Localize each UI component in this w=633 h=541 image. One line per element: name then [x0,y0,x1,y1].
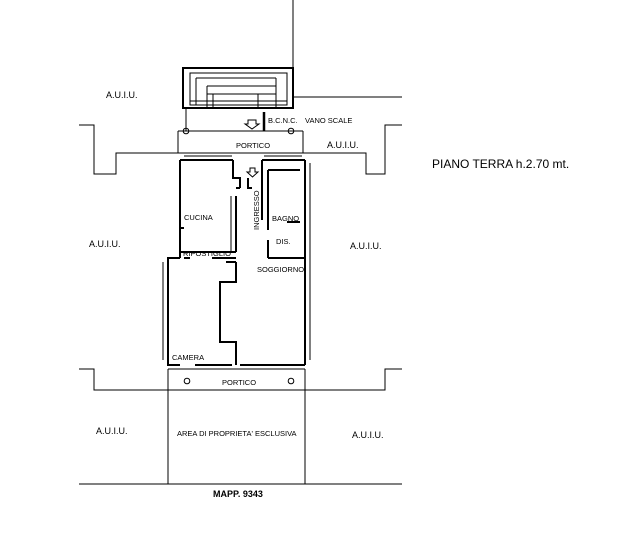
room-label-bagno: BAGNO [272,214,299,223]
staircase-block [182,0,402,109]
lower-portico [79,368,402,485]
apartment-walls [162,155,311,366]
room-label-portico-bottom: PORTICO [222,378,256,387]
room-label-vano-scale: VANO SCALE [305,116,352,125]
aux-label-nw: A.U.I.U. [106,90,138,100]
aux-label-sw: A.U.I.U. [96,426,128,436]
aux-label-w: A.U.I.U. [89,239,121,249]
column-circle [287,127,295,135]
entrance-arrow-icon [245,167,260,178]
room-label-camera: CAMERA [172,353,204,362]
room-label-cucina: CUCINA [184,213,213,222]
room-label-soggiorno: SOGGIORNO [257,265,304,274]
room-label-ingresso: INGRESSO [252,190,261,230]
column-circle [182,127,190,135]
entrance-arrow-icon [243,119,261,130]
room-label-area: AREA DI PROPRIETA' ESCLUSIVA [177,429,297,438]
room-label-dis: DIS. [276,237,291,246]
upper-portico [79,108,402,175]
aux-label-se: A.U.I.U. [352,430,384,440]
plan-title: PIANO TERRA h.2.70 mt. [432,157,569,171]
room-label-ripostiglio: RIPOSTIGLIO [183,249,231,258]
column-circle [287,377,295,385]
room-label-bcnc: B.C.N.C. [268,116,298,125]
aux-label-e: A.U.I.U. [350,241,382,251]
mapp-label: MAPP. 9343 [213,489,263,499]
room-label-portico-top: PORTICO [236,141,270,150]
aux-label-ne: A.U.I.U. [327,140,359,150]
column-circle [183,377,191,385]
